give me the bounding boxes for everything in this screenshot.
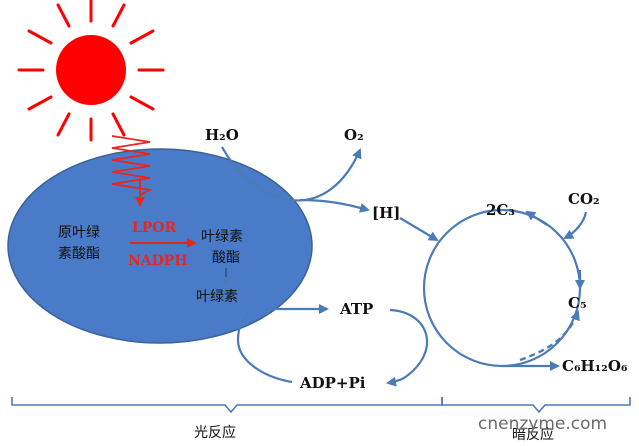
nadph-label: NADPH [128,253,188,269]
cycle-to-2c3-arrow [525,210,548,226]
lpor-label: LPOR [132,220,177,236]
h-label: [H] [372,204,400,222]
dark-reaction-label: 暗反应 [512,426,554,443]
h-to-cycle-arrow [399,217,439,242]
glucose-label: C₆H₁₂O₆ [562,357,628,375]
light-reaction-label: 光反应 [194,424,236,441]
h-branch-arrow [299,198,370,213]
light-wave [111,135,153,196]
adp-pi-label: ADP+Pi [299,374,366,392]
c5-label: C₅ [568,294,587,312]
co2-label: CO₂ [568,190,600,208]
h2o-label: H₂O [205,126,239,144]
adp-return-arrow [236,311,293,384]
atp-to-cycle-arrow [386,308,429,387]
protochlorophyllide-label-line2: 素酸酯 [58,246,100,262]
o2-label: O₂ [344,126,364,144]
protochlorophyllide-label-line1: 原叶绿 [58,225,100,241]
chlorophyll-label: 叶绿素 [196,289,238,305]
co2-in-arrow [563,211,588,239]
chloroplast-ellipse [7,148,313,344]
section-brackets [11,397,631,414]
regeneration-dashed-arrow [519,310,580,362]
chlorophyllide-label-line2: 酸酯 [212,250,240,266]
two-c3-label: 2C₃ [486,201,515,219]
chlorophyllide-label-line1: 叶绿素 [201,229,243,245]
water-split-arrow [221,146,362,202]
sun-icon [17,0,165,142]
atp-label: ATP [339,300,373,318]
watermark: cnenzyme.com [478,414,607,434]
